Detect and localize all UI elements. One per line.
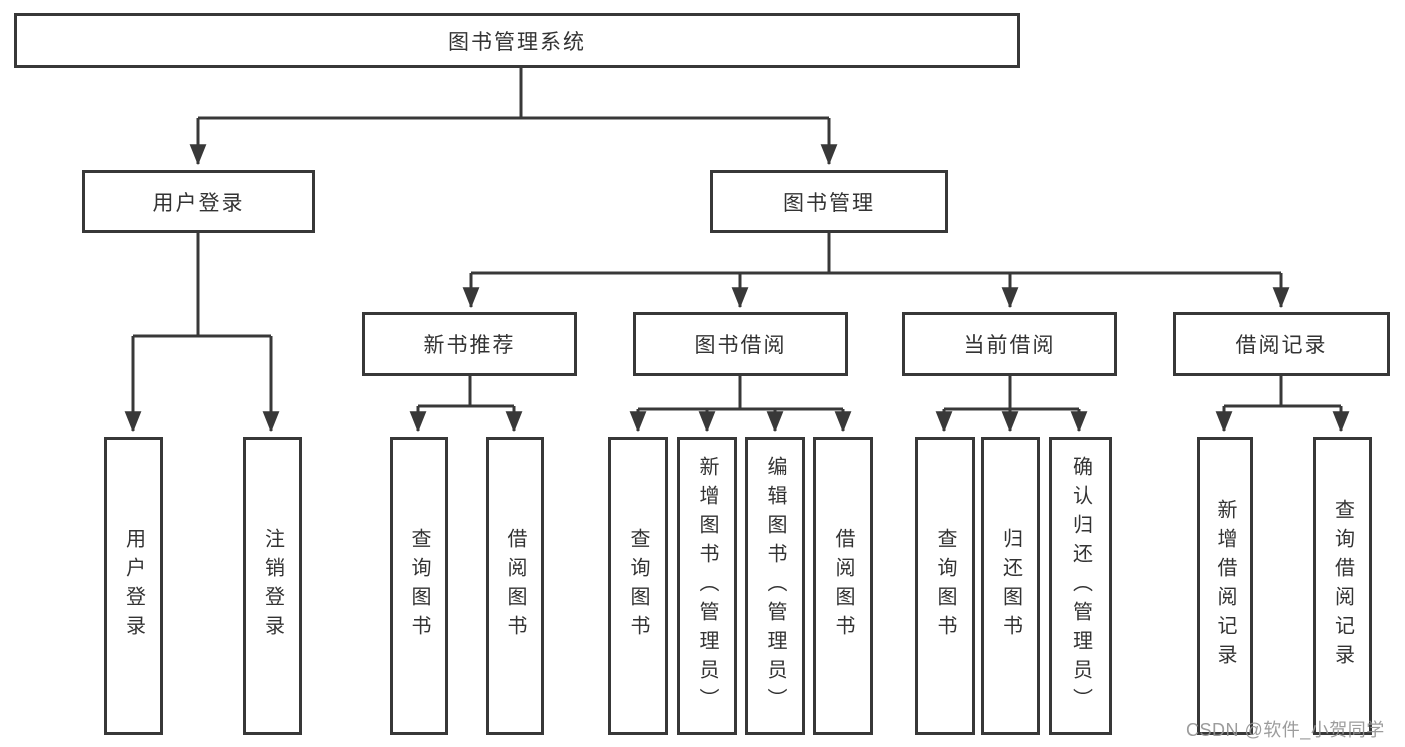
leaf-logout-label: 注销登录 [261,528,284,644]
leaf-query-books-borrowing: 查询图书 [608,437,668,735]
node-library-system: 图书管理系统 [14,13,1020,68]
leaf-user-login: 用户登录 [104,437,163,735]
leaf-edit-book-admin: 编辑图书（管理员） [745,437,805,735]
watermark: CSDN @软件_小贺同学 [1186,720,1385,740]
leaf-query-borrow-record-label: 查询借阅记录 [1331,499,1354,673]
node-user-login: 用户登录 [82,170,315,233]
leaf-borrow-books-recommend-label: 借阅图书 [504,528,526,644]
node-new-book-recommend-label: 新书推荐 [423,334,516,357]
leaf-add-borrow-record: 新增借阅记录 [1197,437,1253,735]
leaf-confirm-return-admin-label: 确认归还（管理员） [1069,455,1092,717]
leaf-query-books-recommend: 查询图书 [390,437,448,735]
leaf-borrow-books-recommend: 借阅图书 [486,437,544,735]
leaf-return-books: 归还图书 [981,437,1040,735]
node-book-borrowing-label: 图书借阅 [694,334,787,357]
leaf-query-books-borrowing-label: 查询图书 [627,528,649,644]
leaf-query-books-recommend-label: 查询图书 [408,528,430,644]
leaf-add-borrow-record-label: 新增借阅记录 [1214,499,1236,673]
node-new-book-recommend: 新书推荐 [362,312,577,376]
leaf-borrow-books-label: 借阅图书 [832,528,854,644]
node-current-borrowing-label: 当前借阅 [963,334,1056,357]
leaf-user-login-label: 用户登录 [122,528,145,644]
leaf-add-book-admin-label: 新增图书（管理员） [696,455,718,717]
leaf-query-books-current: 查询图书 [915,437,975,735]
node-borrowing-records: 借阅记录 [1173,312,1390,376]
node-user-login-label: 用户登录 [152,191,245,215]
node-current-borrowing: 当前借阅 [902,312,1117,376]
leaf-query-books-current-label: 查询图书 [934,528,956,644]
leaf-edit-book-admin-label: 编辑图书（管理员） [764,455,786,717]
leaf-query-borrow-record: 查询借阅记录 [1313,437,1372,735]
leaf-logout: 注销登录 [243,437,302,735]
node-book-management-label: 图书管理 [783,191,875,215]
leaf-add-book-admin: 新增图书（管理员） [677,437,737,735]
node-book-management: 图书管理 [710,170,948,233]
node-borrowing-records-label: 借阅记录 [1235,334,1328,357]
leaf-borrow-books: 借阅图书 [813,437,873,735]
leaf-confirm-return-admin: 确认归还（管理员） [1049,437,1112,735]
leaf-return-books-label: 归还图书 [999,528,1022,644]
node-library-system-label: 图书管理系统 [448,30,586,54]
node-book-borrowing: 图书借阅 [633,312,848,376]
